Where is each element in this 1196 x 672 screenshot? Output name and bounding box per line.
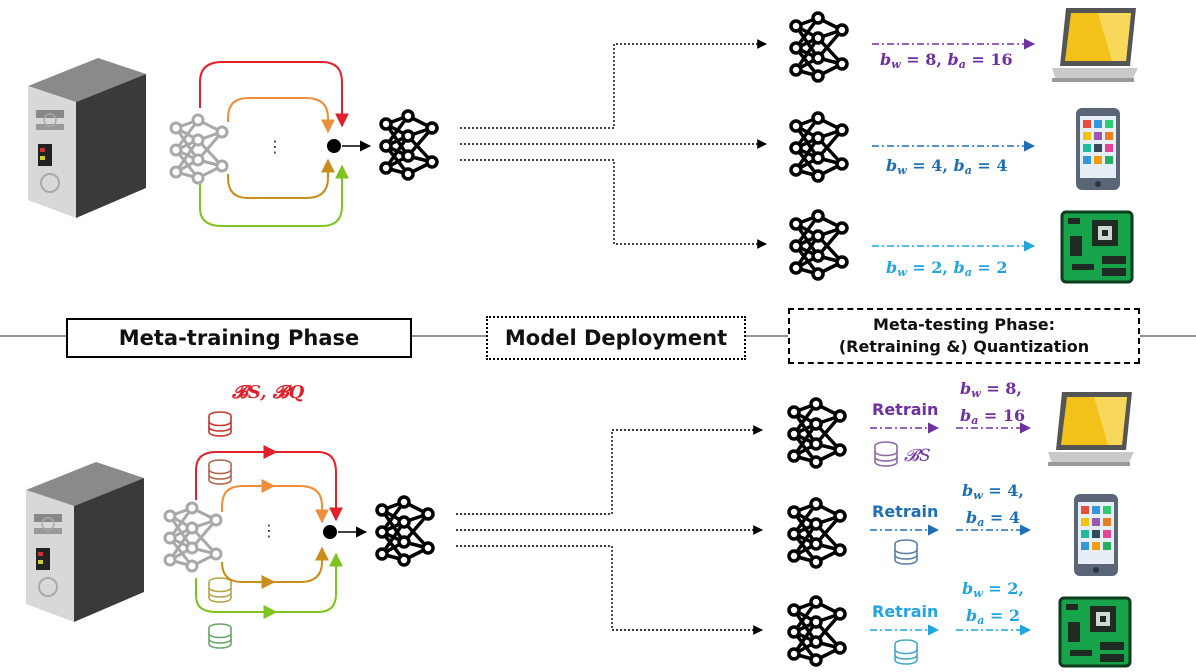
- database-icon-cyan: [894, 639, 918, 665]
- deployed-network-icon: [789, 11, 849, 83]
- support-set-label: 𝓑S: [904, 446, 931, 466]
- bitwidth-label-laptop: bw = 8, ba = 16: [880, 50, 1013, 71]
- merge-point: [327, 139, 341, 153]
- retrain-label-laptop: Retrain: [872, 400, 939, 419]
- server-tower-icon: [28, 58, 146, 218]
- meta-testing-phase-label: Meta-testing Phase: (Retraining &) Quant…: [788, 308, 1140, 364]
- deploy-arrow-laptop: [460, 39, 767, 129]
- retrain-label-board: Retrain: [872, 602, 939, 621]
- dark-orange-flow-path: [221, 546, 329, 583]
- meta-testing-title: Meta-testing Phase:: [872, 315, 1056, 334]
- database-icon-green: [208, 623, 232, 649]
- green-flow-path: [199, 164, 349, 227]
- bitwidth-label-phone: bw = 4, ba = 4: [886, 156, 1008, 177]
- database-icon-blue: [894, 539, 918, 565]
- merge-point: [323, 525, 337, 539]
- ellipsis-bottom: ⋮: [261, 521, 277, 540]
- meta-training-phase-label: Meta-training Phase: [66, 318, 412, 358]
- circuit-board-icon: [1058, 596, 1132, 668]
- gray-neural-network-icon: [169, 113, 229, 185]
- phone-icon: [1074, 494, 1118, 576]
- meta-testing-subtitle: (Retraining &) Quantization: [838, 337, 1090, 356]
- deployed-network-icon: [789, 209, 849, 281]
- orange-flow-path: [221, 485, 329, 524]
- deploy-arrow-laptop: [456, 425, 763, 515]
- circuit-board-icon: [1060, 210, 1134, 284]
- retrain-label-phone: Retrain: [872, 502, 939, 521]
- database-icon-purple: [874, 441, 898, 467]
- meta-model-network-icon: [379, 109, 439, 181]
- bitwidth-label-board: bw = 2, ba = 2: [962, 579, 1024, 627]
- phone-icon: [1076, 108, 1120, 190]
- deployed-network-icon: [789, 111, 849, 183]
- ellipsis-top: ⋮: [267, 137, 283, 156]
- database-icon-olive: [208, 577, 232, 603]
- laptop-icon: [1048, 392, 1134, 466]
- support-query-set-label: 𝓑S, 𝓑Q: [232, 382, 305, 403]
- deploy-arrow-board: [460, 159, 767, 249]
- bitwidth-label-laptop: bw = 8, ba = 16: [960, 379, 1026, 427]
- server-tower-icon: [26, 462, 144, 622]
- model-deployment-text: Model Deployment: [504, 326, 728, 350]
- bitwidth-label-board: bw = 2, ba = 2: [886, 258, 1008, 279]
- dark-orange-flow-path: [227, 158, 335, 199]
- deployed-network-icon: [787, 397, 847, 469]
- bitwidth-label-phone: bw = 4, ba = 4: [962, 481, 1024, 529]
- deployed-network-icon: [787, 497, 847, 569]
- database-icon-orange: [208, 459, 232, 485]
- database-icon-red: [208, 411, 232, 437]
- deployed-network-icon: [787, 595, 847, 667]
- deploy-arrow-board: [456, 545, 763, 635]
- meta-training-phase-text: Meta-training Phase: [118, 326, 360, 350]
- orange-flow-path: [227, 97, 335, 134]
- model-deployment-label: Model Deployment: [486, 316, 746, 360]
- meta-model-network-icon: [375, 495, 435, 567]
- gray-neural-network-icon: [163, 501, 223, 573]
- laptop-icon: [1052, 8, 1138, 82]
- red-flow-path: [199, 61, 349, 128]
